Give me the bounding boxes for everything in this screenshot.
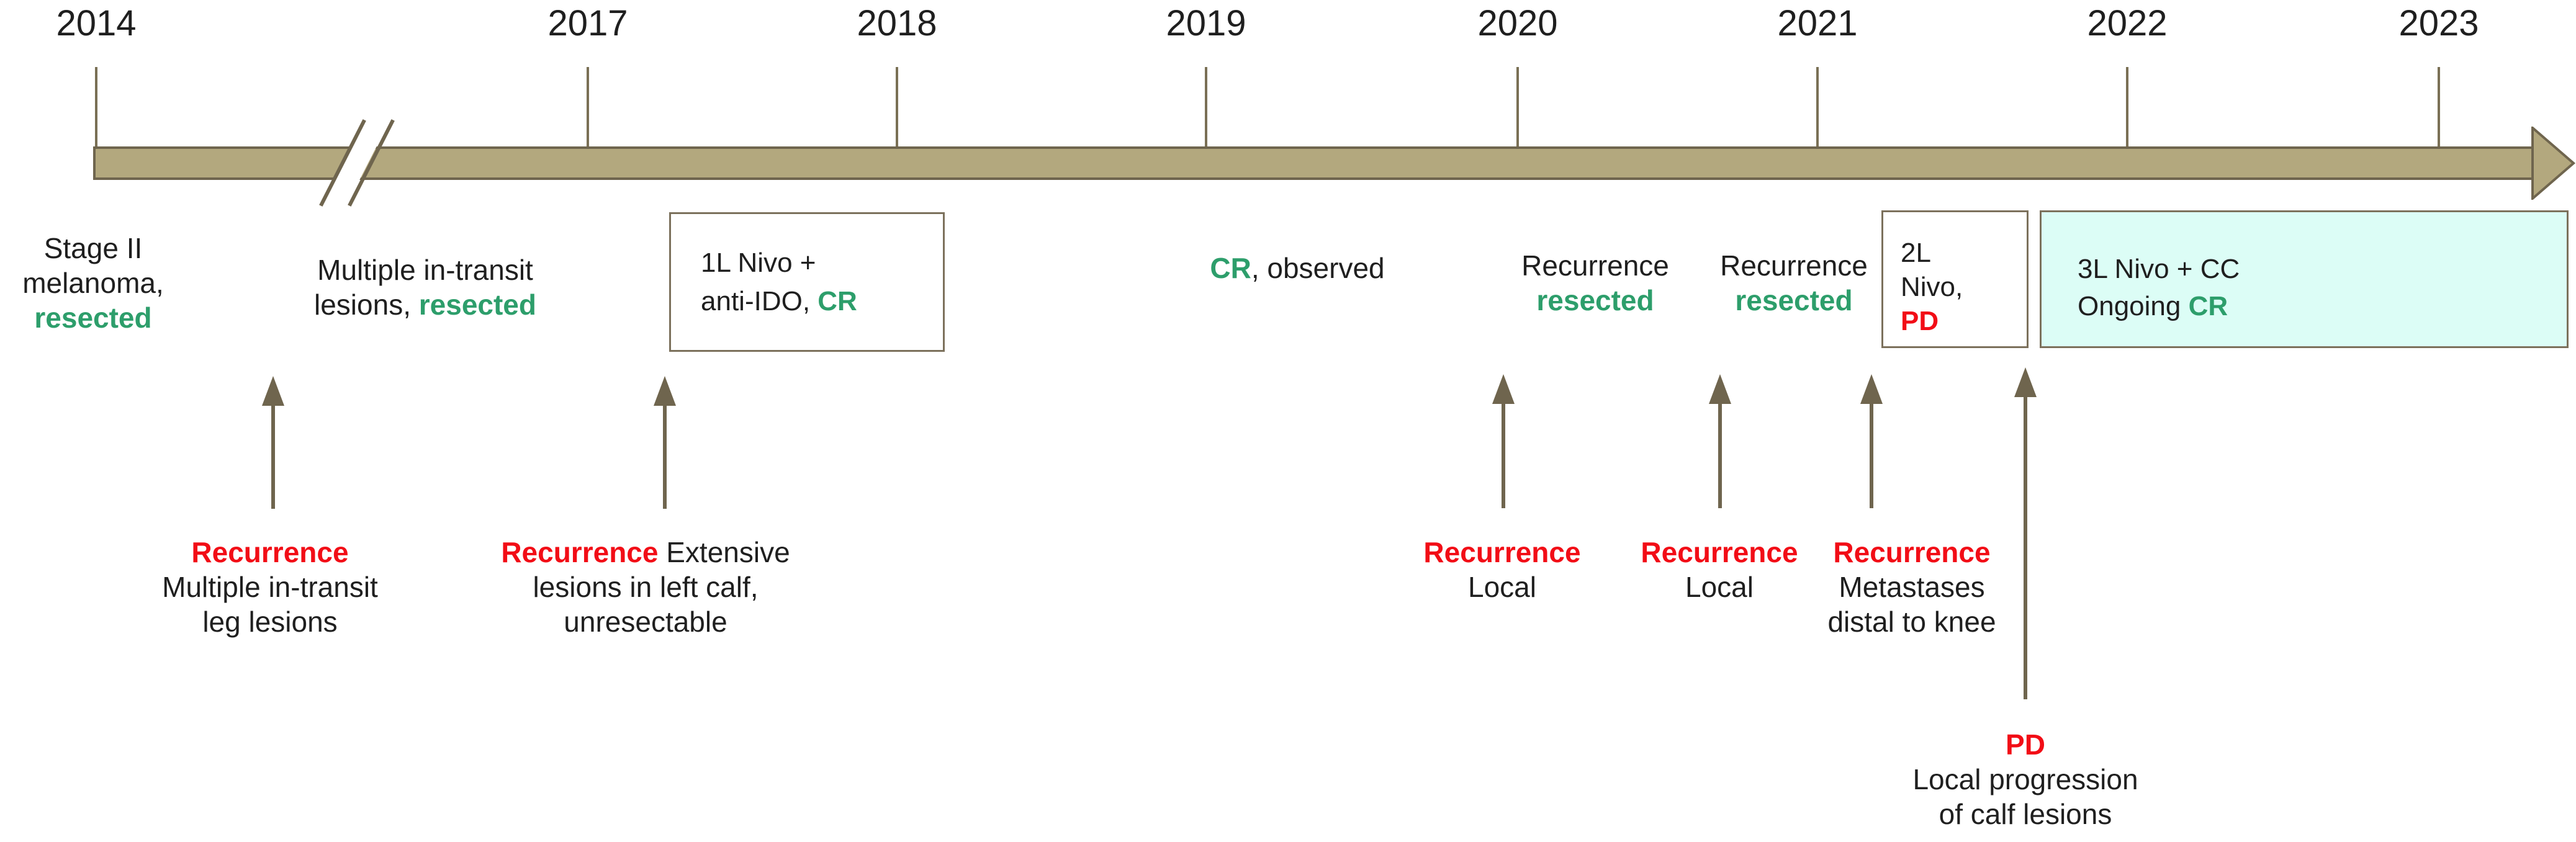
treatment-2l-line2: Nivo, [1901, 272, 1963, 302]
event-multiple-line2-prefix: lesions, [314, 289, 419, 321]
recurrence-calf-line3: unresectable [564, 606, 727, 638]
treatment-box-1l: 1L Nivo + anti-IDO, CR [669, 212, 945, 352]
up-arrow-head [2014, 367, 2037, 397]
year-label-2021: 2021 [1777, 3, 1858, 43]
year-label-2017: 2017 [547, 3, 628, 43]
recurrence-calf-title: Recurrence [501, 536, 659, 568]
pd-progression-label: PD Local progression of calf lesions [1912, 727, 2138, 831]
year-tick-2022 [2126, 67, 2128, 146]
year-label-2023: 2023 [2398, 3, 2479, 43]
year-tick-2019 [1205, 67, 1207, 146]
recurrence-local-2-title: Recurrence [1641, 536, 1798, 568]
event-rr2-resected: resected [1735, 284, 1853, 316]
treatment-1l-line2: anti-IDO, CR [701, 282, 943, 321]
event-recurrence-resected-1-label: Recurrence resected [1521, 248, 1669, 318]
event-rr1-line1: Recurrence [1521, 249, 1669, 282]
year-tick-2017 [587, 67, 589, 146]
recurrence-local-1-line2: Local [1468, 571, 1536, 603]
year-label-2022: 2022 [2087, 3, 2168, 43]
pd-progression-line3: of calf lesions [1939, 798, 2112, 830]
recurrence-calf-label: Recurrence Extensive lesions in left cal… [501, 535, 790, 639]
recurrence-leg-label: Recurrence Multiple in-transit leg lesio… [162, 535, 378, 639]
up-arrow-stem [2024, 395, 2027, 699]
event-stage2-resected: resected [34, 302, 152, 334]
treatment-2l-pd: PD [1901, 306, 1939, 336]
event-cr-observed-line: CR, observed [1210, 251, 1384, 285]
event-multiple-in-transit-label: Multiple in-transit lesions, resected [314, 253, 536, 322]
up-arrow-head [262, 376, 284, 406]
event-cr-observed-cr: CR [1210, 252, 1251, 284]
pd-progression-title: PD [2006, 728, 2045, 761]
recurrence-local-1-title: Recurrence [1423, 536, 1581, 568]
treatment-2l-line1: 2L [1901, 238, 1931, 268]
treatment-box-2l: 2L Nivo, PD [1881, 210, 2029, 348]
year-label-2018: 2018 [857, 3, 937, 43]
event-rr1-resected: resected [1536, 284, 1654, 316]
year-tick-2020 [1516, 67, 1519, 146]
recurrence-calf-line2: lesions in left calf, [533, 571, 759, 603]
treatment-3l-line1: 3L Nivo + CC [2078, 254, 2240, 284]
event-rr2-line1: Recurrence [1720, 249, 1868, 282]
treatment-1l-cr: CR [817, 286, 857, 316]
recurrence-local-1-label: Recurrence Local [1423, 535, 1580, 604]
recurrence-leg-line3: leg lesions [202, 606, 338, 638]
event-multiple-line1: Multiple in-transit [317, 254, 533, 286]
up-arrow-stem [1870, 401, 1873, 508]
recurrence-local-2-line2: Local [1685, 571, 1754, 603]
event-multiple-line2: lesions, resected [314, 287, 536, 322]
recurrence-leg-title: Recurrence [191, 536, 349, 568]
treatment-1l-line1: 1L Nivo + [701, 248, 816, 278]
treatment-1l-line2-prefix: anti-IDO, [701, 286, 818, 316]
recurrence-metastases-title: Recurrence [1833, 536, 1991, 568]
recurrence-leg-line2: Multiple in-transit [162, 571, 378, 603]
recurrence-local-2-label: Recurrence Local [1641, 535, 1798, 604]
treatment-3l-line2: Ongoing CR [2078, 288, 2567, 325]
recurrence-metastases-line2: Metastases [1839, 571, 1985, 603]
year-label-2019: 2019 [1166, 3, 1246, 43]
event-stage2-line2: melanoma, [22, 267, 164, 299]
event-cr-observed-label: CR, observed [1210, 251, 1384, 285]
event-stage2-line1: Stage II [43, 232, 143, 264]
pd-progression-line2: Local progression [1912, 763, 2138, 795]
up-arrow-stem [1502, 401, 1505, 508]
timeline-arrowhead-icon [2531, 127, 2576, 200]
recurrence-metastases-line3: distal to knee [1827, 606, 1996, 638]
up-arrow-stem [271, 403, 275, 509]
year-label-2014: 2014 [56, 3, 137, 43]
treatment-3l-cr: CR [2188, 291, 2228, 321]
event-multiple-resected: resected [418, 289, 536, 321]
recurrence-calf-line1-suffix: Extensive [658, 536, 790, 568]
up-arrow-head [1860, 374, 1883, 404]
timeline-bar [93, 146, 2534, 180]
treatment-3l-line2-prefix: Ongoing [2078, 291, 2189, 321]
treatment-box-3l: 3L Nivo + CC Ongoing CR [2040, 210, 2569, 348]
event-recurrence-resected-2-label: Recurrence resected [1720, 248, 1868, 318]
event-stage2-label: Stage II melanoma, resected [22, 231, 164, 335]
year-tick-2023 [2438, 67, 2440, 146]
recurrence-metastases-label: Recurrence Metastases distal to knee [1827, 535, 1996, 639]
recurrence-calf-line1: Recurrence Extensive [501, 535, 790, 570]
year-tick-2018 [896, 67, 898, 146]
up-arrow-stem [1718, 401, 1722, 508]
year-tick-2021 [1816, 67, 1819, 146]
up-arrow-head [654, 376, 676, 406]
year-tick-2014 [95, 67, 97, 146]
event-cr-observed-suffix: , observed [1251, 252, 1385, 284]
year-label-2020: 2020 [1477, 3, 1558, 43]
up-arrow-head [1709, 374, 1731, 404]
axis-break-icon [319, 115, 400, 211]
up-arrow-stem [663, 403, 667, 509]
up-arrow-head [1492, 374, 1515, 404]
